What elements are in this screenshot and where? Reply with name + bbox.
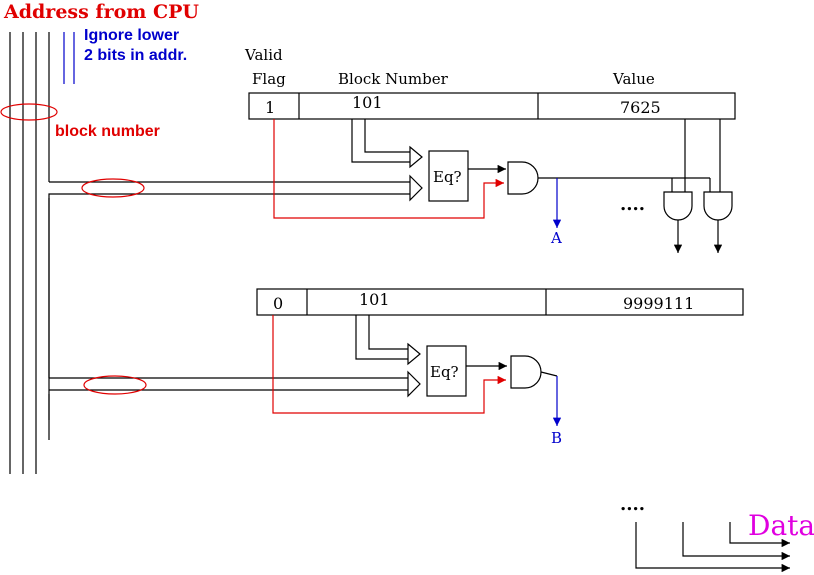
entry-1-block: 101: [352, 93, 383, 112]
entry-2-valid: 0: [273, 294, 283, 313]
data-label: Data: [748, 509, 814, 542]
entry-1-row: [248, 92, 736, 120]
header-block-number: Block Number: [338, 70, 449, 88]
entry-2-eq-box: [426, 345, 467, 397]
entry-1-output: A: [550, 229, 562, 247]
header-valid-line2: Flag: [252, 70, 286, 88]
entry-1-value: 7625: [620, 98, 661, 117]
block-number-label: block number: [55, 123, 160, 140]
entry-1-ellipse: [81, 178, 145, 198]
entry-2-output: B: [551, 429, 562, 447]
entry-1-and-gate: [507, 161, 539, 195]
ignore-note-line2: 2 bits in addr.: [84, 47, 187, 64]
entry-2-eq-label: Eq?: [430, 363, 459, 381]
entry-2-ellipse: [83, 375, 147, 395]
ignored-address-lines: [63, 32, 75, 84]
entry-1-eq-box: [428, 150, 469, 202]
header-value: Value: [612, 70, 655, 88]
block-number-ellipse: [0, 103, 58, 121]
entry-2-block: 101: [359, 290, 390, 309]
cache-entry-1: 1 101 7625 Eq? A ....: [48, 92, 736, 420]
data-output: .... Data: [620, 494, 814, 573]
bit-gates-ellipsis: ....: [620, 194, 645, 215]
cache-entry-2: 0 101 9999111 Eq? B: [49, 288, 744, 447]
ignore-note-line1: Ignore lower: [84, 27, 179, 44]
bit-and-gate-2: [703, 191, 733, 221]
entry-1-eq-label: Eq?: [433, 168, 462, 186]
entry-2-and-gate: [510, 355, 542, 389]
data-ellipsis: ....: [620, 494, 645, 515]
entry-1-valid: 1: [265, 98, 275, 117]
header-valid-line1: Valid: [244, 46, 283, 64]
entry-2-row: [256, 288, 744, 316]
diagram-title: Address from CPU: [3, 1, 199, 23]
address-bus: [9, 32, 50, 474]
entry-2-value: 9999111: [623, 294, 694, 313]
bit-and-gate-1: [663, 191, 693, 221]
